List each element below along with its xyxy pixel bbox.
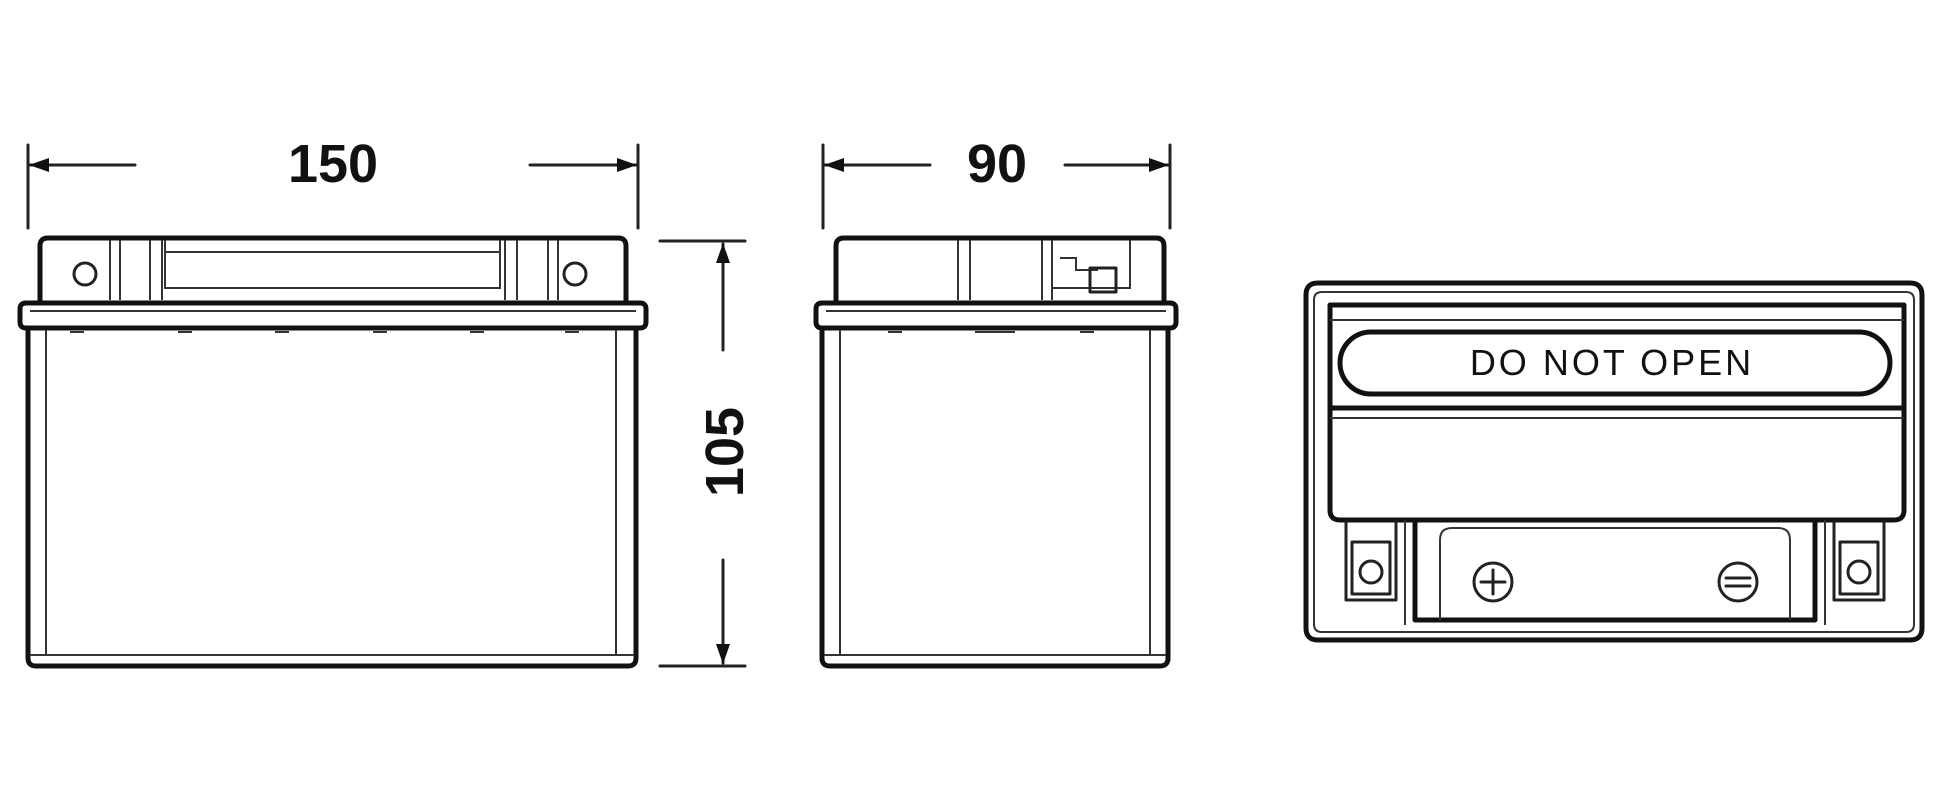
front-lid: [37, 235, 629, 303]
side-body: [819, 328, 1171, 669]
width-value: 90: [967, 134, 1027, 194]
positive-terminal-icon: [1472, 561, 1514, 603]
terminal-right: [1832, 520, 1886, 602]
length-value: 150: [288, 134, 378, 194]
width-dimension: 90: [821, 134, 1172, 230]
front-view: 150: [17, 134, 649, 669]
terminal-hole-icon: [1358, 559, 1384, 585]
top-view: DO NOT OPEN: [1303, 280, 1925, 643]
terminal-hole-icon: [562, 261, 588, 287]
side-lid: [833, 235, 1167, 303]
warning-label-panel: [1337, 329, 1893, 397]
front-body: [25, 328, 639, 669]
terminal-icon: [1088, 266, 1118, 294]
terminal-hole-icon: [1846, 559, 1872, 585]
negative-terminal-icon: [1717, 561, 1759, 603]
terminal-left: [1344, 520, 1398, 602]
do-not-open-label: DO NOT OPEN: [1470, 342, 1754, 383]
length-dimension: 150: [26, 134, 640, 230]
terminal-hole-icon: [72, 261, 98, 287]
side-view: 90: [813, 134, 1179, 669]
height-dimension: 105: [658, 239, 755, 668]
height-value: 105: [695, 407, 755, 497]
